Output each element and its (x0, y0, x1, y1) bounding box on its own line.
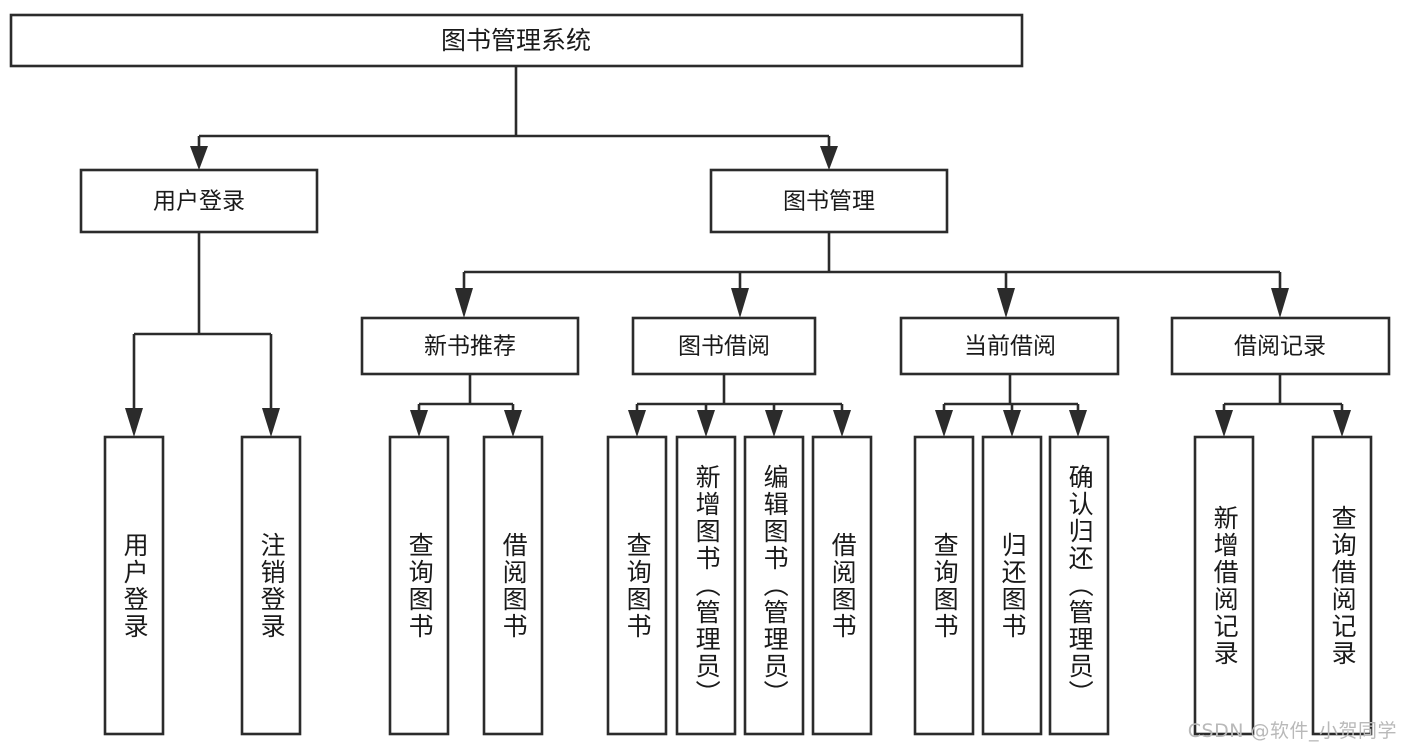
arrow-borrowrecord-leaf-2 (1333, 410, 1351, 437)
arrow-newbook-leaf-2 (504, 410, 522, 437)
leaf-bookborrow-borrow-book[interactable] (811, 435, 873, 736)
node-layer: 图书管理系统 用户登录 图书管理 新书推荐 图书借阅 当前借阅 借阅记录 (9, 13, 1391, 736)
node-book-management-label: 图书管理 (783, 189, 875, 215)
arrow-to-user-login (190, 146, 208, 170)
arrow-currentborrow-leaf-1 (935, 410, 953, 437)
leaf-currentborrow-return-book[interactable] (981, 435, 1043, 736)
arrow-bookborrow-leaf-4 (833, 410, 851, 437)
node-root-system-label: 图书管理系统 (441, 26, 591, 55)
leaf-borrowrecord-query-record[interactable] (1311, 435, 1373, 736)
node-user-login-label: 用户登录 (153, 189, 245, 215)
arrow-to-leaf-user-login (125, 408, 143, 437)
leaf-currentborrow-query-book[interactable] (913, 435, 975, 736)
leaf-newbook-borrow-book[interactable] (482, 435, 544, 736)
arrow-currentborrow-leaf-3 (1069, 410, 1087, 437)
arrow-to-current-borrow (997, 288, 1015, 318)
arrow-currentborrow-leaf-2 (1003, 410, 1021, 437)
leaf-user-login-login[interactable] (103, 435, 165, 736)
node-book-borrow-label: 图书借阅 (678, 334, 770, 360)
arrow-newbook-leaf-1 (410, 410, 428, 437)
node-user-login[interactable] (79, 168, 319, 234)
node-current-borrow[interactable] (899, 316, 1120, 376)
leaf-currentborrow-confirm-return[interactable] (1048, 435, 1110, 736)
node-borrow-record[interactable] (1170, 316, 1391, 376)
node-new-book-recommend-label: 新书推荐 (424, 334, 516, 360)
leaf-bookborrow-query-book[interactable] (606, 435, 668, 736)
node-book-management[interactable] (709, 168, 949, 234)
node-new-book-recommend[interactable] (360, 316, 580, 376)
node-root-system[interactable] (9, 13, 1024, 68)
node-borrow-record-label: 借阅记录 (1234, 334, 1326, 360)
node-book-borrow[interactable] (631, 316, 817, 376)
arrow-bookborrow-leaf-3 (765, 410, 783, 437)
connector-layer (125, 66, 1351, 437)
csdn-watermark: CSDN @软件_小贺同学 (1187, 720, 1397, 742)
leaf-user-login-logout[interactable] (240, 435, 302, 736)
arrow-bookborrow-leaf-2 (697, 410, 715, 437)
arrow-to-new-book (455, 288, 473, 318)
arrow-to-book-mgmt (820, 146, 838, 170)
arrow-to-borrow-record (1271, 288, 1289, 318)
arrow-borrowrecord-leaf-1 (1215, 410, 1233, 437)
leaf-bookborrow-add-book[interactable] (675, 435, 737, 736)
arrow-to-leaf-logout (262, 408, 280, 437)
leaf-bookborrow-edit-book[interactable] (743, 435, 805, 736)
arrow-to-book-borrow (731, 288, 749, 318)
leaf-borrowrecord-add-record[interactable] (1193, 435, 1255, 736)
node-current-borrow-label: 当前借阅 (964, 334, 1056, 360)
arrow-bookborrow-leaf-1 (628, 410, 646, 437)
leaf-newbook-query-book[interactable] (388, 435, 450, 736)
